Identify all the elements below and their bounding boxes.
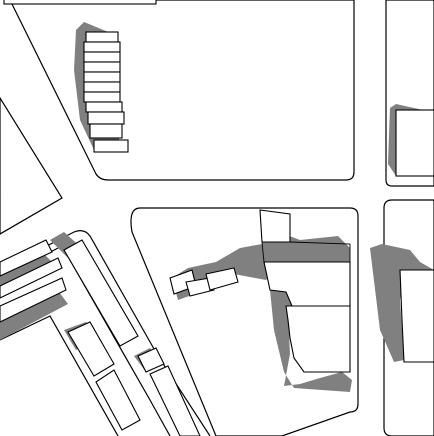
building-east bbox=[399, 269, 434, 363]
building-tower bbox=[83, 31, 129, 153]
road-edge-southwest-1 bbox=[0, 230, 211, 436]
shadow-southwest-2 bbox=[0, 288, 68, 340]
building-central-complex bbox=[169, 209, 351, 373]
city-block-north bbox=[9, 0, 355, 181]
building-southwest-strip bbox=[0, 239, 201, 436]
shadow-central-lower bbox=[270, 290, 352, 392]
road-edge-southwest-3 bbox=[0, 315, 119, 436]
building-northeast bbox=[395, 109, 434, 177]
city-block-west bbox=[0, 96, 63, 235]
building-top-row bbox=[3, 0, 157, 5]
